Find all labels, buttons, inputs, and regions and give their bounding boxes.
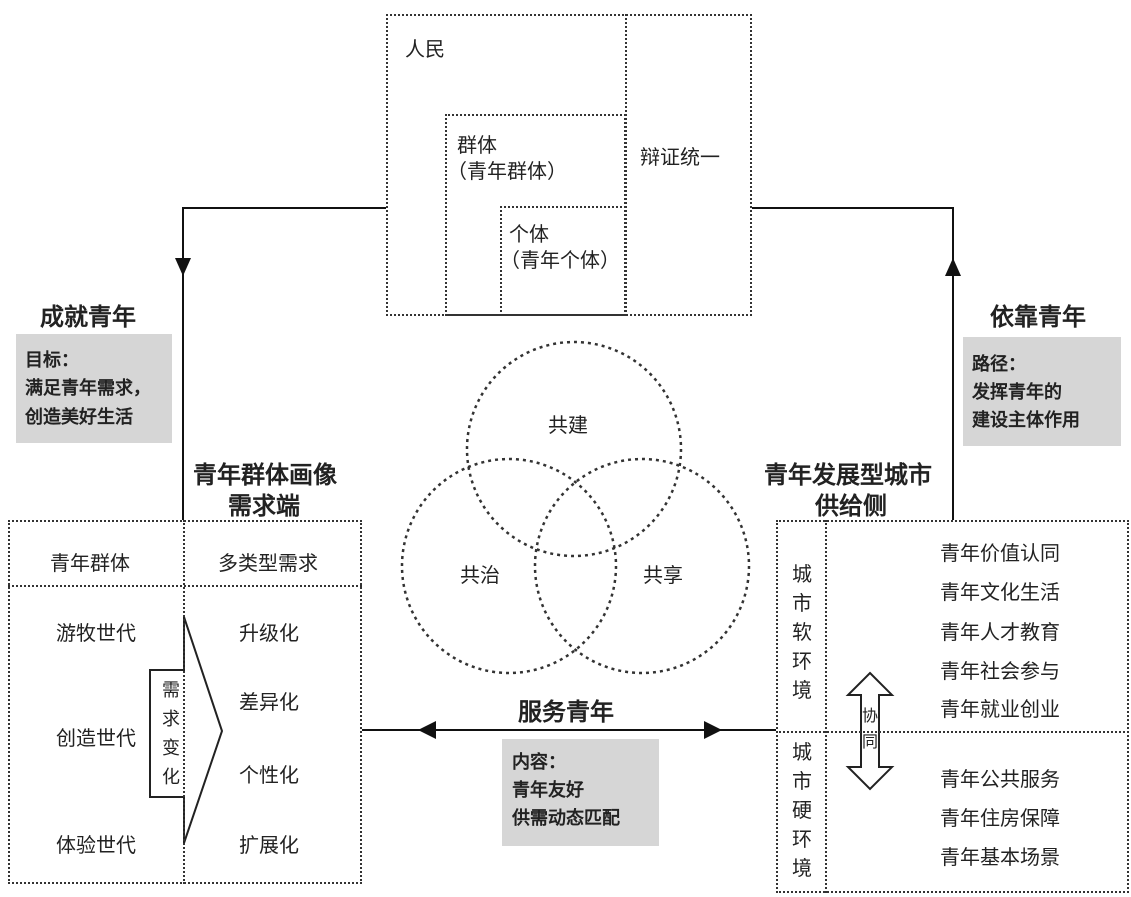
need-item: 扩展化	[239, 833, 299, 857]
generation-item: 游牧世代	[56, 621, 136, 645]
supply-row-divider	[776, 731, 1129, 733]
soft-item: 青年社会参与	[940, 659, 1060, 683]
supply-table	[776, 520, 1129, 893]
soft-item: 青年文化生活	[940, 580, 1060, 604]
goal-text-1: 满足青年需求，	[25, 378, 151, 399]
venn-share-label: 共享	[643, 563, 683, 587]
demand-title: 青年群体画像	[193, 461, 337, 489]
supply-title: 青年发展型城市	[764, 461, 932, 489]
hard-environment-label: 城 市 硬 环 境	[792, 740, 812, 880]
supply-column-divider	[825, 520, 827, 893]
down-arrow-head	[175, 258, 191, 276]
people-divider	[625, 14, 627, 316]
individual-box	[500, 206, 626, 316]
hard-item: 青年基本场景	[940, 845, 1060, 869]
group-label: 群体	[457, 133, 497, 157]
demand-header-divider	[8, 585, 362, 587]
demand-table	[8, 520, 362, 884]
soft-item: 青年就业创业	[940, 697, 1060, 721]
need-item: 差异化	[239, 690, 299, 714]
need-item: 个性化	[239, 763, 299, 787]
serve-content-box	[502, 739, 659, 846]
demand-column-divider	[183, 520, 185, 884]
soft-item: 青年人才教育	[940, 620, 1060, 644]
generation-item: 体验世代	[56, 833, 136, 857]
demand-subtitle: 需求端	[228, 492, 300, 520]
right-arrow-head	[704, 721, 722, 739]
soft-item: 青年价值认同	[940, 541, 1060, 565]
people-label: 人民	[405, 37, 445, 61]
venn-build-label: 共建	[548, 413, 588, 437]
left-connector	[182, 207, 386, 520]
goal-text-2: 创造美好生活	[25, 407, 133, 428]
rely-youth-title: 依靠青年	[990, 303, 1086, 331]
path-text-1: 发挥青年的	[972, 382, 1062, 403]
generation-item: 创造世代	[56, 726, 136, 750]
up-arrow-head	[945, 258, 961, 276]
demand-col-header-needs: 多类型需求	[218, 551, 318, 575]
path-box	[963, 337, 1121, 446]
need-item: 升级化	[239, 621, 299, 645]
goal-label: 目标：	[25, 350, 79, 371]
individual-sublabel: （青年个体）	[500, 248, 620, 272]
achieve-youth-title: 成就青年	[40, 303, 136, 331]
individual-label: 个体	[509, 222, 549, 246]
group-sublabel: （青年群体）	[447, 159, 567, 183]
path-label: 路径：	[972, 354, 1026, 375]
hard-item: 青年公共服务	[940, 767, 1060, 791]
serve-content-text-2: 供需动态匹配	[512, 808, 620, 829]
demand-col-header-groups: 青年群体	[50, 551, 130, 575]
serve-youth-title: 服务青年	[518, 698, 614, 726]
path-text-2: 建设主体作用	[972, 410, 1080, 431]
venn-circle-govern	[400, 457, 618, 675]
hard-item: 青年住房保障	[940, 806, 1060, 830]
synergy-label: 协 同	[861, 706, 878, 751]
serve-content-text-1: 青年友好	[512, 780, 584, 801]
left-arrow-head	[418, 721, 436, 739]
venn-govern-label: 共治	[460, 563, 500, 587]
soft-environment-label: 城 市 软 环 境	[792, 562, 812, 702]
venn-circle-share	[533, 457, 751, 675]
venn-circle-build	[465, 340, 683, 558]
dialectical-label: 辩证统一	[640, 145, 720, 169]
goal-box	[16, 334, 172, 443]
demand-change-label: 需 求 变 化	[162, 680, 180, 788]
serve-content-label: 内容：	[512, 752, 566, 773]
right-connector	[752, 207, 954, 520]
supply-subtitle: 供给侧	[815, 492, 887, 520]
